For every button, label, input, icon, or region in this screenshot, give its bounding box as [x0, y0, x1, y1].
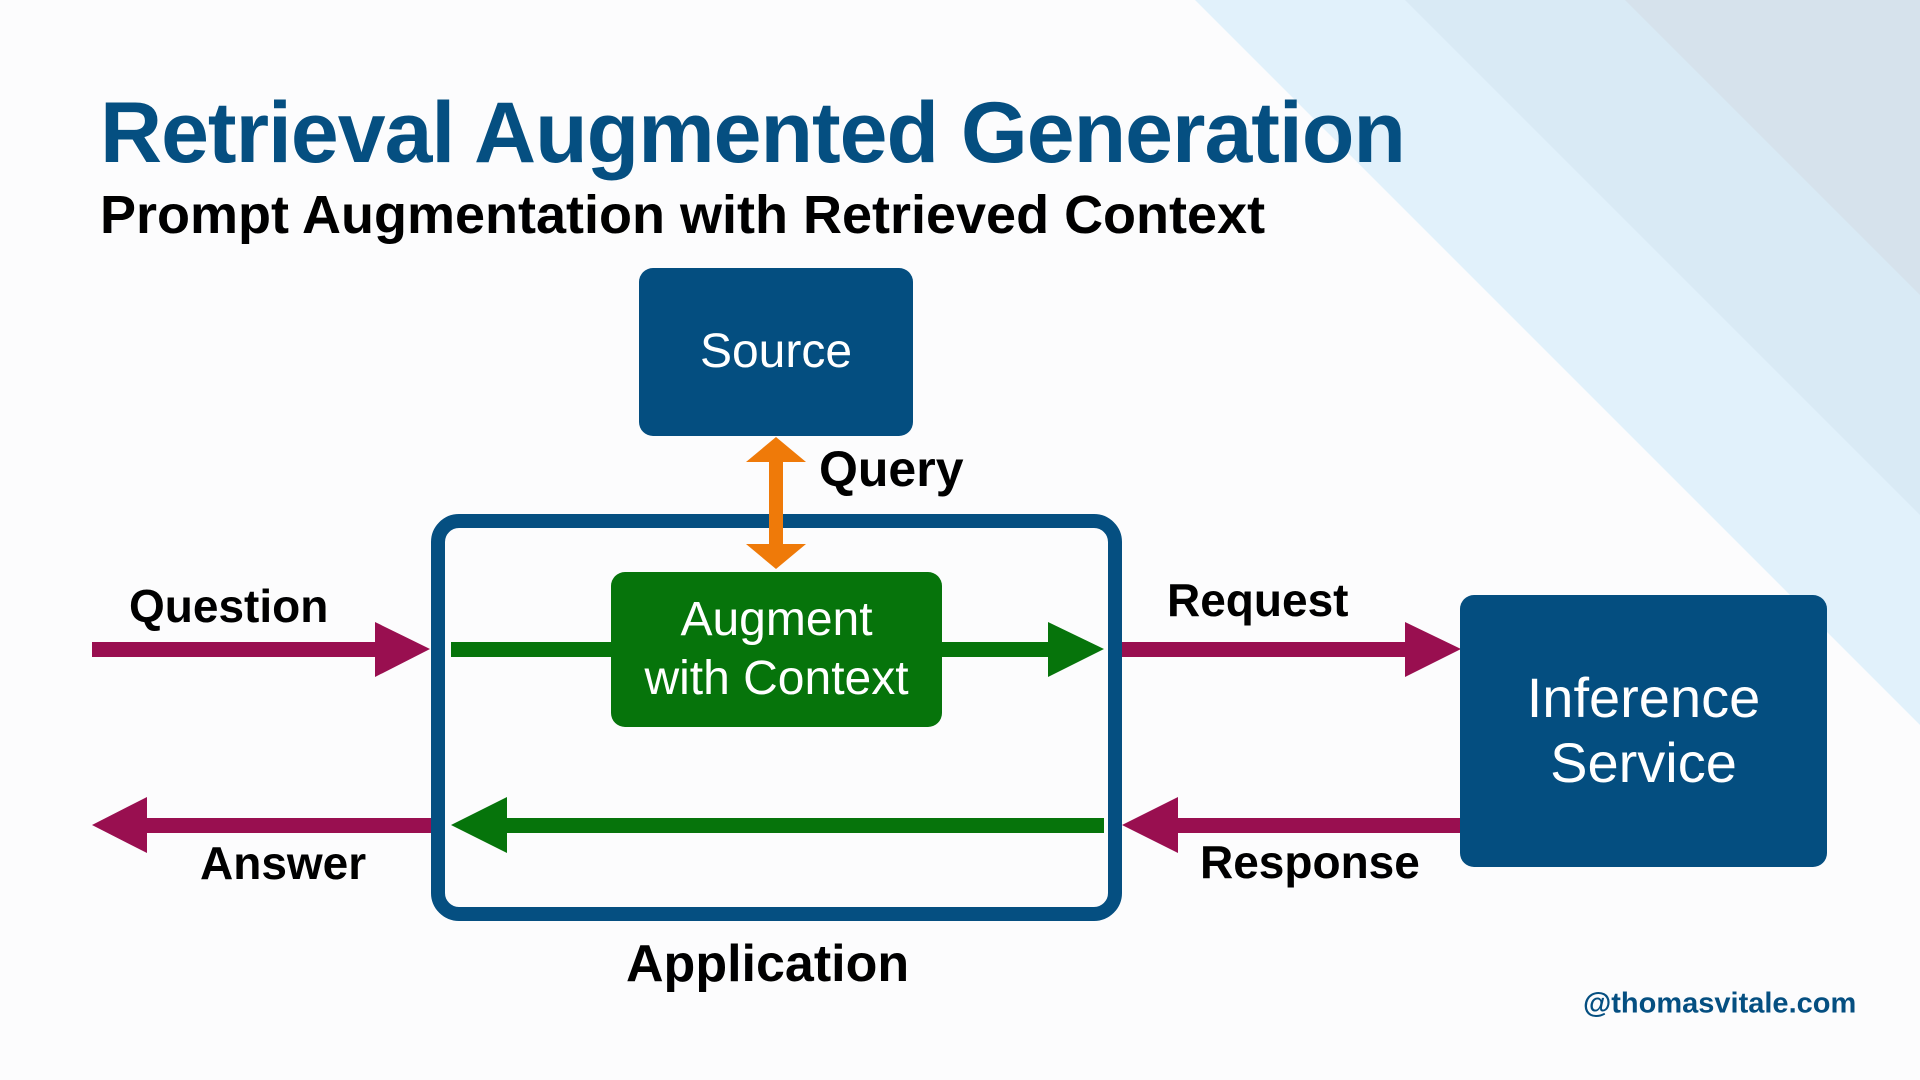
augment-label: Augment with Context	[644, 592, 909, 705]
stripe-dark	[1625, 0, 1920, 295]
inference-label: Inference Service	[1526, 666, 1761, 794]
inference-service-node: Inference Service	[1460, 595, 1827, 867]
query-arrow	[746, 437, 806, 569]
response-arrow	[1122, 797, 1461, 853]
request-arrow	[1122, 622, 1461, 677]
query-label: Query	[819, 441, 964, 497]
slide-subtitle: Prompt Augmentation with Retrieved Conte…	[100, 185, 1266, 245]
author-handle: @thomasvitale.com	[1583, 987, 1857, 1020]
question-arrow	[92, 622, 430, 677]
request-label: Request	[1167, 574, 1349, 626]
source-label: Source	[699, 325, 853, 379]
answer-arrow	[92, 797, 431, 853]
slide-title: Retrieval Augmented Generation	[100, 85, 1406, 181]
application-label: Application	[626, 935, 910, 993]
response-label: Response	[1200, 836, 1420, 888]
internal-return-arrow	[451, 797, 1104, 853]
source-node: Source	[639, 268, 913, 436]
augment-node: Augment with Context	[611, 572, 942, 727]
answer-label: Answer	[200, 837, 367, 889]
question-label: Question	[129, 580, 329, 632]
